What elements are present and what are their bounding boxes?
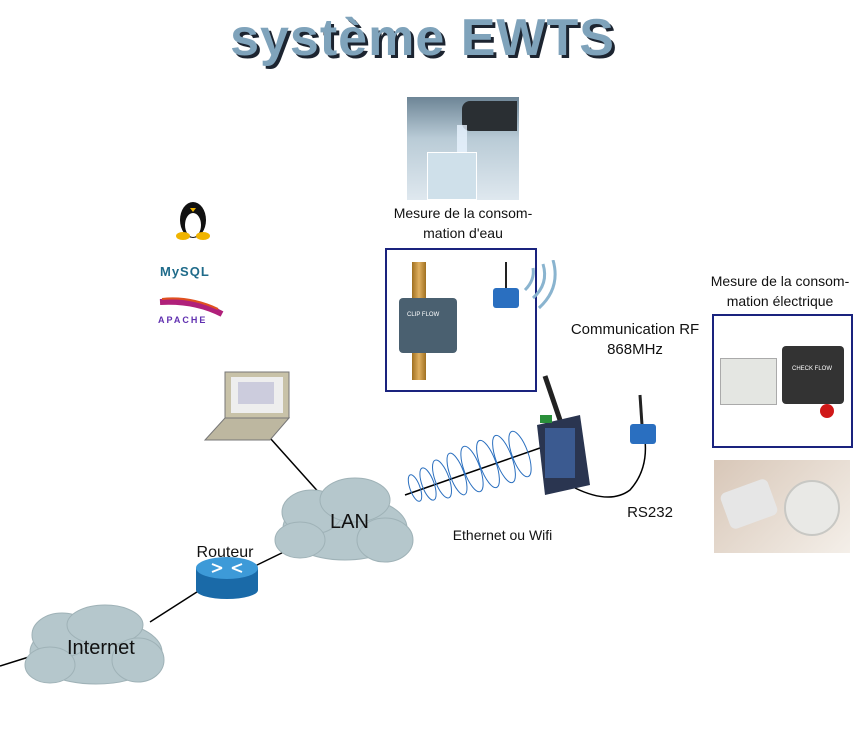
apache-feather-logo <box>159 297 224 317</box>
electric-din-meter <box>720 358 777 405</box>
water-tap-photo <box>407 97 519 200</box>
water-meter-text: CLIP FLOW <box>407 312 440 318</box>
lan-cloud-icon <box>274 477 414 563</box>
rf-module-icon <box>630 394 656 444</box>
rf-label-line1: Communication RF <box>570 321 700 338</box>
rf-communication-label: Communication RF 868MHz <box>560 320 710 360</box>
rf-label-line2: 868MHz <box>607 341 663 358</box>
ethernet-wifi-label: Ethernet ou Wifi <box>452 527 553 543</box>
lan-label: LAN <box>330 511 369 533</box>
water-label-line2: mation d'eau <box>423 225 503 241</box>
router-icon <box>196 557 258 599</box>
water-measure-label: Mesure de la consom- mation d'eau <box>370 203 556 243</box>
link-laptop-lan <box>269 437 323 497</box>
wireless-spiral-icon <box>407 430 532 502</box>
router-label: Routeur <box>196 544 254 561</box>
apache-logo: APACHE <box>158 315 208 325</box>
electric-meter-text: CHECK FLOW <box>792 366 833 372</box>
link-lan-gateway <box>404 447 541 496</box>
water-label-line1: Mesure de la consom- <box>393 205 533 221</box>
link-router-internet <box>149 589 201 623</box>
electric-check-flow-device: CHECK FLOW <box>782 346 844 404</box>
water-meter-device: CLIP FLOW <box>399 298 457 353</box>
rs232-label: RS232 <box>627 504 673 521</box>
water-meter-box: CLIP FLOW <box>385 248 537 392</box>
internet-label: Internet <box>67 637 135 659</box>
electric-label-line1: Mesure de la consom- <box>710 273 850 289</box>
electric-label-line2: mation électrique <box>726 293 834 309</box>
gateway-device-icon <box>537 375 590 495</box>
electric-meter-box: CHECK FLOW <box>712 314 853 448</box>
water-signal-waves-icon <box>523 260 557 310</box>
water-rf-sensor <box>493 288 519 308</box>
internet-cloud-icon <box>24 604 165 685</box>
power-plug-photo <box>714 460 850 553</box>
page-title: système EWTS <box>230 9 615 67</box>
electric-measure-label: Mesure de la consom- mation électrique <box>695 271 862 311</box>
linux-tux-logo <box>176 202 210 240</box>
mysql-logo: MySQL <box>160 264 210 279</box>
link-rs232 <box>574 439 647 498</box>
laptop-icon <box>203 371 291 441</box>
